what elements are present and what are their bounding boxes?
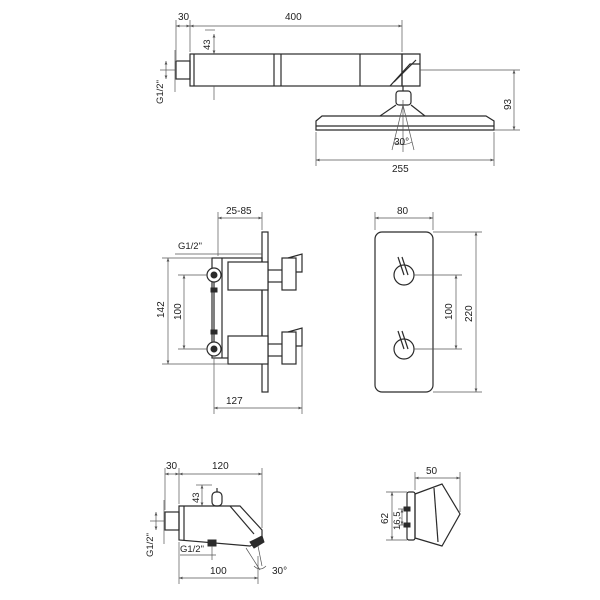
valve-front-dim-height: 220	[464, 305, 475, 322]
holder-dim-depth: 50	[426, 466, 438, 477]
holder-dim-hole-spacing: 16,5	[392, 512, 403, 531]
holder-view: 50 62 16,5	[380, 466, 461, 547]
valve-side-view: 25-85 G1/2" 142 100 127	[156, 206, 303, 414]
spout-view: 30 120 43 G1/2" G1/2" 100 30°	[145, 461, 287, 584]
holder-wall-plate	[406, 491, 416, 541]
shower-arm-dim-total-height: 93	[503, 98, 514, 110]
valve-lower-handle	[281, 331, 297, 365]
valve-side-dim-overall-depth: 127	[226, 396, 243, 407]
shower-arm-elbow	[401, 53, 421, 87]
shower-arm-body	[189, 53, 403, 87]
valve-side-dim-thread: G1/2"	[178, 241, 202, 252]
shower-arm-dim-wall-offset: 30	[178, 12, 190, 23]
valve-front-view: 80 100 220	[374, 206, 482, 393]
valve-upper-handle	[281, 257, 297, 291]
holder-body	[414, 483, 461, 547]
spout-body	[178, 505, 263, 547]
shower-arm-dim-length: 400	[285, 12, 302, 23]
spout-dim-outlet-distance: 100	[210, 566, 227, 577]
valve-side-dim-depth: 25-85	[226, 206, 252, 217]
valve-front-dim-handle-spacing: 100	[444, 303, 455, 320]
shower-arm-dim-angle: 30°	[394, 137, 409, 148]
spout-dim-height: 43	[191, 492, 202, 503]
valve-side-dim-overall-height: 142	[156, 301, 167, 318]
spout-dim-thread-outlet: G1/2"	[180, 544, 204, 555]
spout-wall-flange	[164, 511, 180, 531]
valve-front-dim-width: 80	[397, 206, 409, 217]
shower-arm-dim-thread: G1/2"	[155, 80, 166, 104]
shower-head-dim-width: 255	[392, 164, 409, 175]
shower-head	[315, 115, 495, 131]
valve-front-plate	[374, 231, 434, 393]
spout-dim-length: 120	[212, 461, 229, 472]
spout-diverter-knob	[211, 491, 223, 507]
shower-arm-ball-joint	[395, 90, 412, 106]
spout-dim-wall-offset: 30	[166, 461, 178, 472]
valve-side-dim-outlet-spacing: 100	[173, 303, 184, 320]
shower-arm-view: 30 400 43 G1/2" 93 30° 255	[155, 12, 520, 175]
holder-dim-height: 62	[380, 512, 391, 524]
spout-dim-thread-inlet: G1/2"	[145, 533, 156, 557]
valve-cover-plate	[261, 231, 269, 393]
shower-arm-wall-flange	[175, 60, 191, 80]
shower-arm-dim-height: 43	[202, 39, 213, 50]
spout-dim-angle: 30°	[272, 566, 287, 577]
